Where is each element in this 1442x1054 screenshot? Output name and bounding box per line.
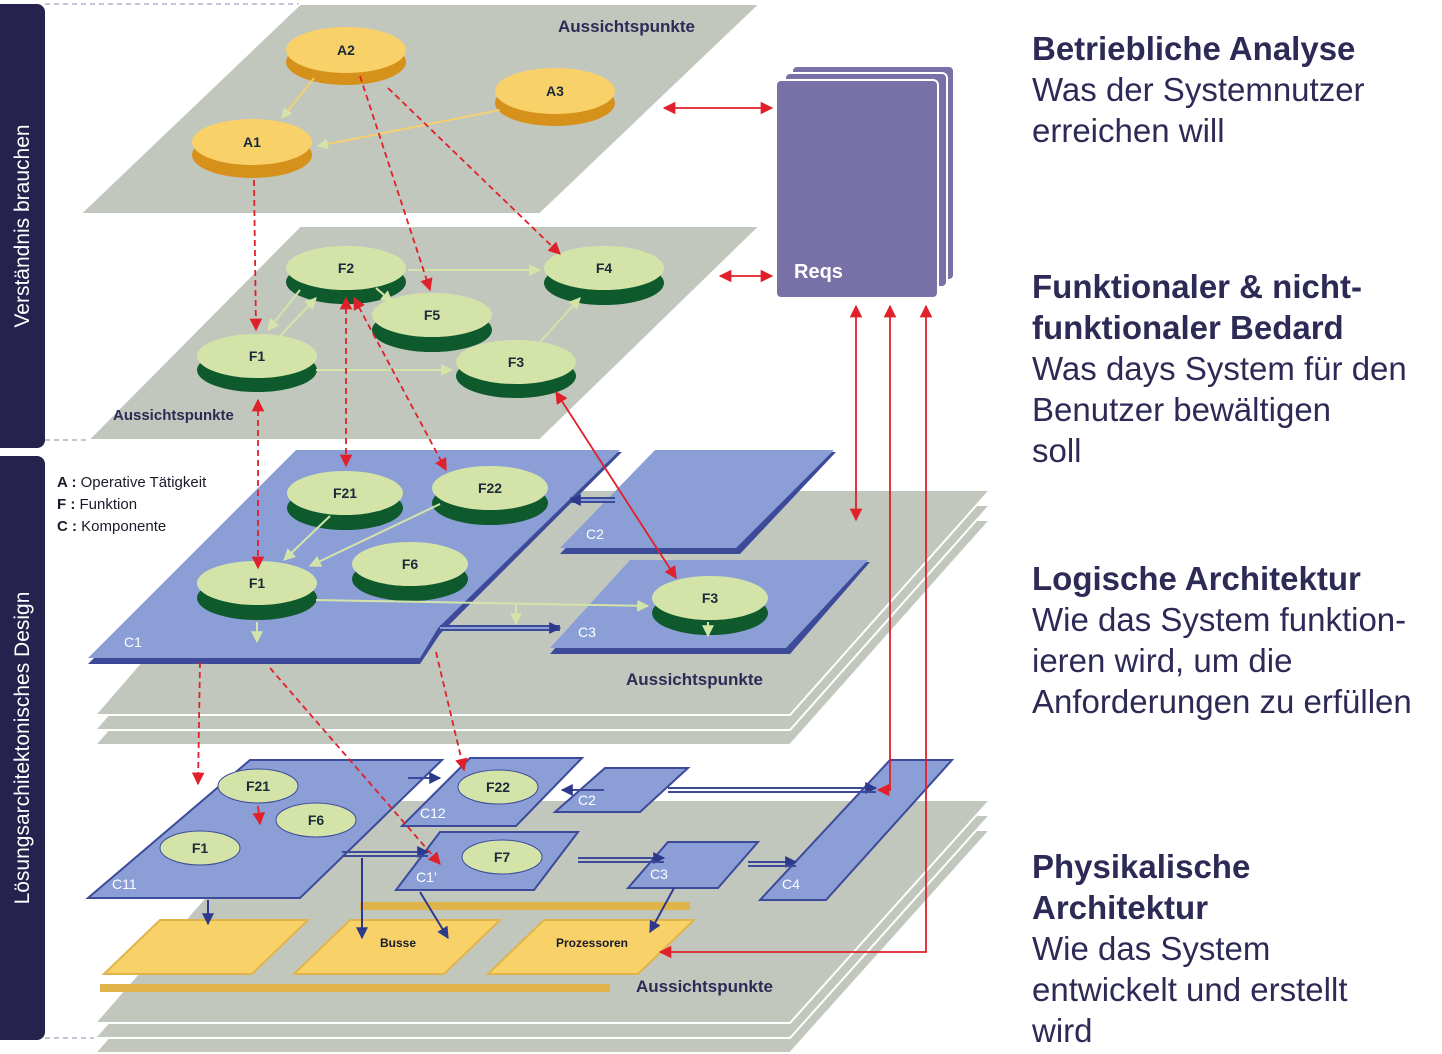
component-c3-label: C3 — [578, 624, 596, 640]
node-f6-logical-label: F6 — [402, 556, 419, 572]
node-f1-logical-label: F1 — [249, 575, 266, 591]
node-f3-label: F3 — [508, 354, 525, 370]
hardware-prozessoren-label: Prozessoren — [556, 936, 628, 950]
node-f21-physical: F21 — [217, 768, 299, 804]
plane-physical-label: Aussichtspunkte — [636, 977, 773, 996]
component-c2-label: C2 — [586, 526, 604, 542]
legend-text: Funktion — [79, 496, 138, 513]
section-functional-needs: Funktionaler & nicht- funktionaler Bedar… — [1032, 266, 1407, 471]
hardware-busse-label: Busse — [380, 936, 416, 950]
node-f2: F2 — [286, 246, 406, 304]
node-f4: F4 — [544, 246, 664, 305]
plane-operational: Aussichtspunkte — [77, 3, 763, 215]
requirements-stack: Reqs — [775, 65, 955, 299]
node-f3-logical: F3 — [652, 576, 768, 635]
node-a3-label: A3 — [546, 83, 564, 99]
node-f1-label: F1 — [249, 348, 266, 364]
sidebar-understanding: Verständnis brauchen — [0, 4, 45, 448]
node-f6-logical: F6 — [352, 542, 468, 601]
node-f1-logical: F1 — [197, 561, 317, 620]
node-f22-physical-label: F22 — [486, 779, 510, 795]
plane-functional-label: Aussichtspunkte — [113, 407, 234, 424]
legend-text: Operative Tätigkeit — [80, 474, 207, 491]
section-description: Was days System für den Benutzer bewälti… — [1032, 350, 1407, 469]
node-f7-physical: F7 — [461, 839, 543, 875]
node-f6-physical: F6 — [275, 802, 357, 838]
legend-text: Komponente — [81, 518, 167, 535]
section-logical-architecture: Logische Architektur Wie das System funk… — [1032, 558, 1412, 722]
sidebar-solution-design: Lösungsarchitektonisches Design — [0, 456, 45, 1040]
section-operational-analysis: Betriebliche Analyse Was der Systemnutze… — [1032, 28, 1365, 151]
section-description: Was der Systemnutzer erreichen will — [1032, 71, 1365, 149]
component-c4-label: C4 — [782, 876, 800, 892]
section-description: Wie das System funktion- ieren wird, um … — [1032, 601, 1412, 720]
node-a1: A1 — [192, 119, 312, 178]
node-f21-logical-label: F21 — [333, 485, 357, 501]
node-a3: A3 — [495, 68, 615, 126]
node-f6-physical-label: F6 — [308, 812, 325, 828]
node-f7-physical-label: F7 — [494, 849, 511, 865]
node-f5: F5 — [372, 293, 492, 352]
reqs-label: Reqs — [794, 261, 843, 283]
legend-item-c: C : Komponente — [57, 516, 206, 538]
legend-key: C : — [57, 518, 77, 535]
node-f3-logical-label: F3 — [702, 590, 719, 606]
node-f22-logical: F22 — [432, 466, 548, 525]
component-c3-physical-label: C3 — [650, 866, 668, 882]
section-heading: Logische Architektur — [1032, 560, 1361, 597]
component-c12-label: C12 — [420, 805, 446, 821]
node-f5-label: F5 — [424, 307, 441, 323]
component-c2-physical-label: C2 — [578, 792, 596, 808]
node-a1-label: A1 — [243, 134, 261, 150]
node-f22-logical-label: F22 — [478, 480, 502, 496]
node-a2: A2 — [286, 27, 406, 85]
legend-key: F : — [57, 496, 76, 513]
node-f22-physical: F22 — [457, 769, 539, 805]
component-c11-label: C11 — [112, 876, 137, 892]
legend-key: A : — [57, 474, 77, 491]
section-physical-architecture: Physikalische Architektur Wie das System… — [1032, 846, 1347, 1051]
plane-logical-label: Aussichtspunkte — [626, 670, 763, 689]
legend-item-f: F : Funktion — [57, 494, 206, 516]
node-f1-physical-label: F1 — [192, 840, 209, 856]
component-c1-label: C1 — [124, 634, 142, 650]
component-c1-prime-label: C1’ — [416, 869, 437, 885]
node-f1-physical: F1 — [159, 830, 241, 866]
section-description: Wie das System entwickelt und erstellt w… — [1032, 930, 1348, 1049]
node-a2-label: A2 — [337, 42, 355, 58]
node-f4-label: F4 — [596, 260, 613, 276]
node-f21-physical-label: F21 — [246, 778, 270, 794]
component-c11: C11 — [85, 759, 445, 899]
node-f1: F1 — [197, 334, 317, 392]
legend-item-a: A : Operative Tätigkeit — [57, 472, 206, 494]
plane-operational-label: Aussichtspunkte — [558, 17, 695, 36]
section-heading: Betriebliche Analyse — [1032, 30, 1356, 67]
node-f2-label: F2 — [338, 260, 355, 276]
legend: A : Operative Tätigkeit F : Funktion C :… — [57, 472, 206, 538]
section-heading: Funktionaler & nicht- funktionaler Bedar… — [1032, 268, 1362, 346]
node-f3: F3 — [456, 340, 576, 398]
node-f21-logical: F21 — [287, 471, 403, 530]
section-heading: Physikalische Architektur — [1032, 848, 1251, 926]
